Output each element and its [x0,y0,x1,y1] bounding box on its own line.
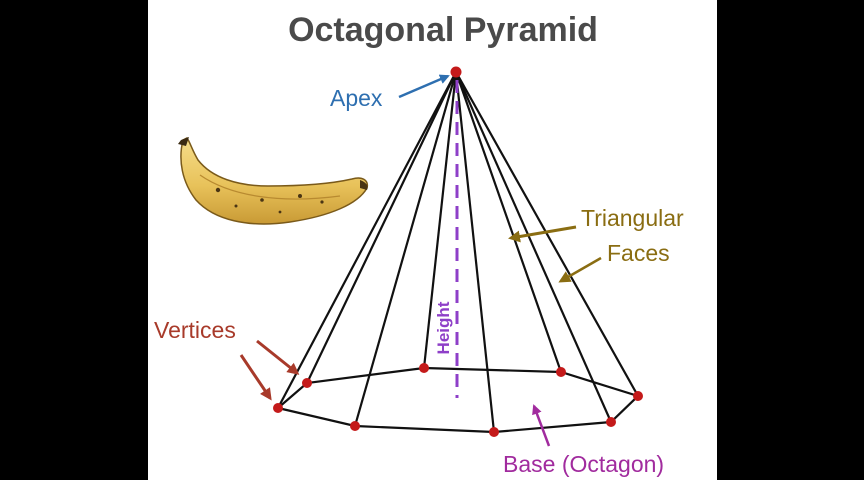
base-vertex [419,363,429,373]
base-vertex [606,417,616,427]
diagram-panel [148,0,717,480]
apex-vertex [450,66,462,78]
lateral-edge [353,71,458,427]
lateral-edge [455,71,639,397]
lateral-edge [277,71,457,409]
base-vertex [302,378,312,388]
base-label: Base (Octagon) [503,451,664,477]
base-vertex [556,367,566,377]
lateral-edge [306,71,457,384]
height-label: Height [434,301,453,354]
lateral-edge [454,71,563,373]
vertices-arrow [256,339,300,375]
apex-arrow [398,74,450,99]
vertices-arrow [239,354,272,401]
base-vertex [273,403,283,413]
apex-label: Apex [330,85,383,111]
lateral-edge [422,71,458,369]
faces-arrow [508,225,577,243]
triangular-faces-label-line1: Triangular [581,205,684,231]
lateral-edge [454,71,613,423]
page-title: Octagonal Pyramid [288,11,598,49]
vertex-dots [273,66,643,437]
lateral-edge [454,71,496,433]
banana-image [178,137,369,225]
base-vertex [633,391,643,401]
base-vertex [350,421,360,431]
base-vertex [489,427,499,437]
faces-arrow [558,256,602,283]
base-arrow [532,404,551,447]
vertices-label: Vertices [154,317,236,343]
lateral-edges [277,71,639,433]
triangular-faces-label-line2: Faces [607,240,670,266]
